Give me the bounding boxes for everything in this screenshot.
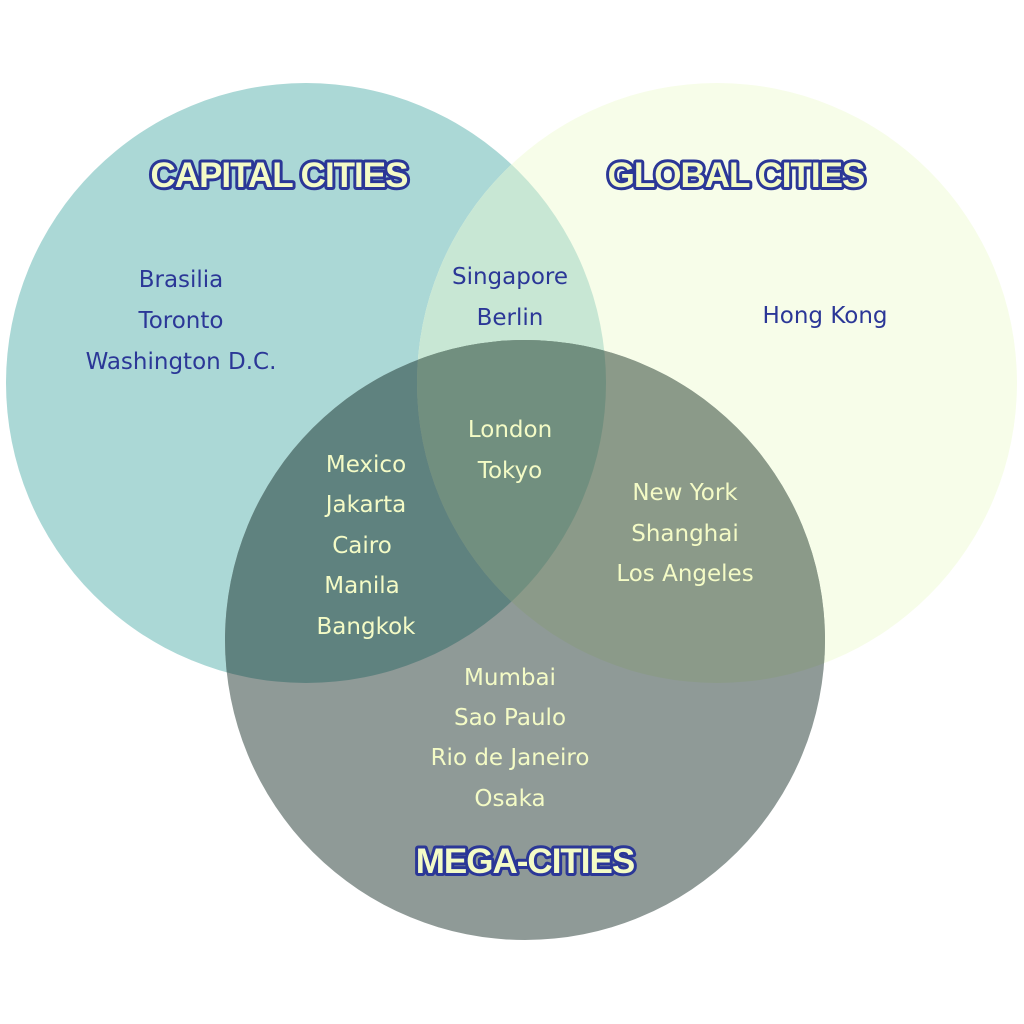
city-label: Hong Kong <box>762 303 887 329</box>
city-label: Washington D.C. <box>86 349 277 375</box>
region-global-mega: New York Shanghai Los Angeles <box>616 480 753 587</box>
city-label: Tokyo <box>477 458 542 484</box>
region-capital-global: Singapore Berlin <box>452 264 568 331</box>
city-label: Manila <box>324 573 399 599</box>
city-label: Sao Paulo <box>454 705 566 731</box>
city-label: London <box>468 417 552 443</box>
city-label: Mexico <box>326 452 406 478</box>
region-capital-only: Brasilia Toronto Washington D.C. <box>86 267 277 375</box>
region-mega-only: Mumbai Sao Paulo Rio de Janeiro Osaka <box>431 665 590 812</box>
city-label: Mumbai <box>464 665 556 691</box>
city-label: Rio de Janeiro <box>431 745 590 771</box>
city-label: Berlin <box>477 305 544 331</box>
city-label: Shanghai <box>631 521 739 547</box>
title-global-cities: GLOBAL CITIES <box>608 156 865 195</box>
city-label: Brasilia <box>139 267 224 293</box>
city-label: Osaka <box>474 786 545 812</box>
region-global-only: Hong Kong <box>762 303 887 329</box>
city-label: Singapore <box>452 264 568 290</box>
city-label: New York <box>632 480 738 506</box>
city-label: Bangkok <box>317 614 417 640</box>
title-capital-cities: CAPITAL CITIES <box>151 156 408 195</box>
title-mega-cities: MEGA-CITIES <box>416 842 634 881</box>
city-label: Cairo <box>332 533 392 559</box>
region-all-three: London Tokyo <box>468 417 552 484</box>
region-capital-mega: Mexico Jakarta Cairo Manila Bangkok <box>317 452 417 640</box>
city-label: Los Angeles <box>616 561 753 587</box>
city-label: Jakarta <box>324 492 406 518</box>
city-label: Toronto <box>138 308 224 334</box>
